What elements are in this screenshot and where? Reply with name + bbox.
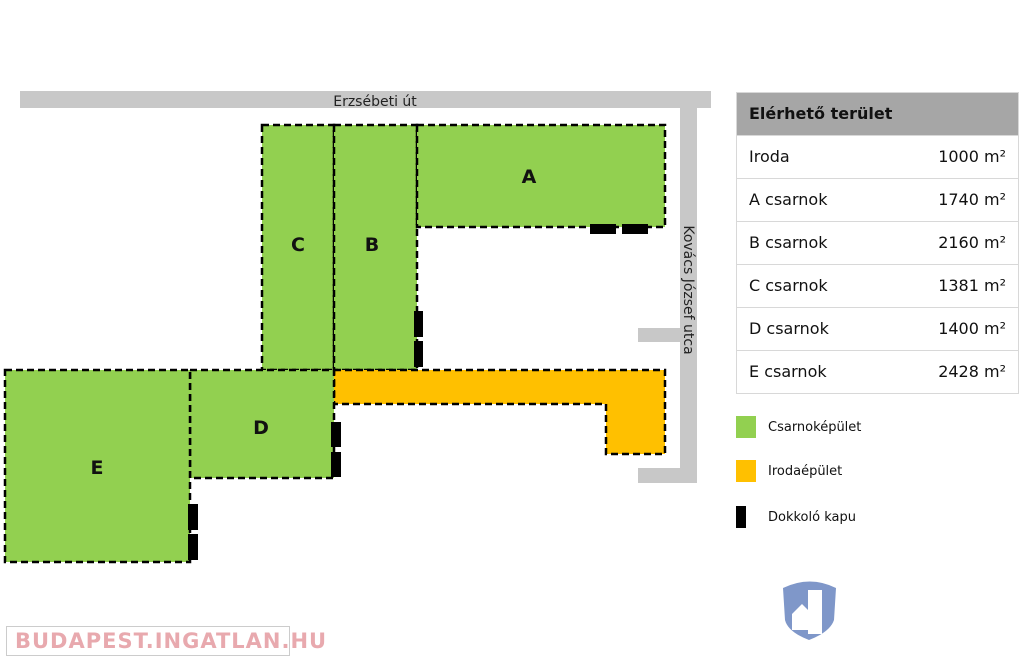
road-stub xyxy=(638,328,680,342)
legend-office: Irodaépület xyxy=(736,460,842,482)
road-label-top: Erzsébeti út xyxy=(333,94,417,110)
dock-door xyxy=(188,504,198,530)
dock-door xyxy=(414,311,423,337)
row-area: 2428 m² xyxy=(938,362,1006,381)
label-a: A xyxy=(522,166,537,188)
table-row: A csarnok 1740 m² xyxy=(737,178,1018,221)
watermark: BUDAPEST.INGATLAN.HU xyxy=(6,626,326,656)
table-row: C csarnok 1381 m² xyxy=(737,264,1018,307)
legend-hall: Csarnoképület xyxy=(736,416,861,438)
row-name: Iroda xyxy=(749,147,790,166)
road-kovacs xyxy=(680,108,697,483)
row-area: 1400 m² xyxy=(938,319,1006,338)
table-row: B csarnok 2160 m² xyxy=(737,221,1018,264)
row-name: D csarnok xyxy=(749,319,829,338)
row-name: A csarnok xyxy=(749,190,828,209)
building-d xyxy=(188,368,336,480)
building-e xyxy=(3,368,192,564)
available-area-table: Elérhető terület Iroda 1000 m² A csarnok 1… xyxy=(736,92,1019,394)
row-area: 2160 m² xyxy=(938,233,1006,252)
watermark-text: BUDAPEST.INGATLAN.HU xyxy=(15,629,328,653)
label-c: C xyxy=(291,234,305,256)
row-name: B csarnok xyxy=(749,233,828,252)
row-area: 1740 m² xyxy=(938,190,1006,209)
legend-swatch xyxy=(736,506,746,528)
row-area: 1381 m² xyxy=(938,276,1006,295)
dock-door xyxy=(331,422,341,447)
row-name: E csarnok xyxy=(749,362,827,381)
building-a xyxy=(415,123,667,229)
legend-label: Dokkoló kapu xyxy=(768,509,856,525)
roads xyxy=(20,91,711,483)
legend-label: Irodaépület xyxy=(768,463,843,479)
row-area: 1000 m² xyxy=(938,147,1006,166)
table-title: Elérhető terület xyxy=(737,93,1018,135)
legend-swatch xyxy=(736,416,756,438)
label-b: B xyxy=(365,234,379,256)
label-e: E xyxy=(91,457,104,479)
table-row: Iroda 1000 m² xyxy=(737,135,1018,178)
table-row: E csarnok 2428 m² xyxy=(737,350,1018,393)
row-name: C csarnok xyxy=(749,276,828,295)
table-row: D csarnok 1400 m² xyxy=(737,307,1018,350)
dock-door xyxy=(622,224,648,234)
legend-label: Csarnoképület xyxy=(768,419,862,435)
legend-swatch xyxy=(736,460,756,482)
office-building xyxy=(332,368,667,456)
dock-door xyxy=(414,341,423,367)
dock-doors xyxy=(188,224,648,560)
label-d: D xyxy=(253,417,269,439)
dock-door xyxy=(331,452,341,477)
dock-door xyxy=(188,534,198,560)
shield-logo-icon xyxy=(783,581,836,640)
road-stub xyxy=(638,468,697,483)
dock-door xyxy=(590,224,616,234)
road-erzsebeti xyxy=(20,91,711,108)
legend-dock: Dokkoló kapu xyxy=(736,506,856,528)
road-label-right: Kovács József utca xyxy=(680,225,696,354)
